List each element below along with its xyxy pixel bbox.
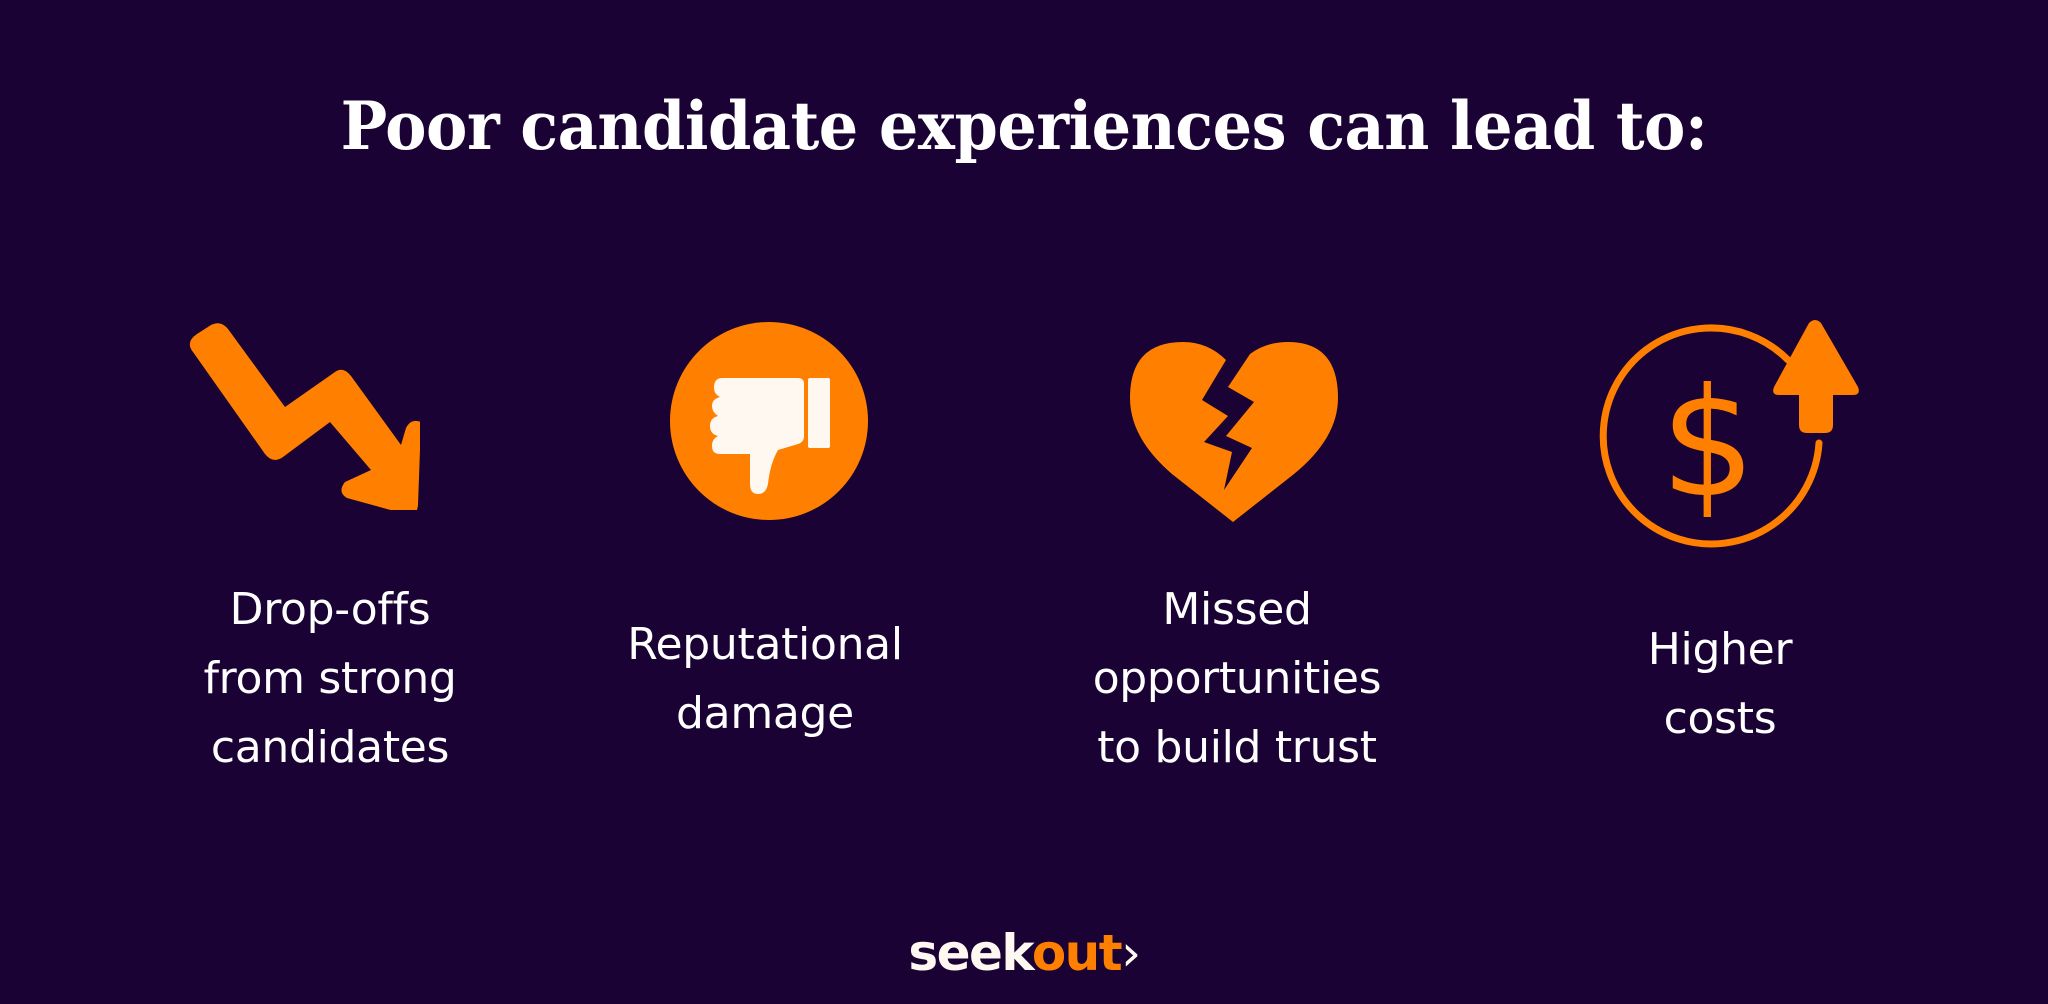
item-label-missed-opportunities: Missed opportunities to build trust: [1092, 584, 1382, 773]
trending-down-arrow-icon: [185, 320, 420, 510]
svg-text:$: $: [1660, 357, 1755, 531]
broken-heart-icon: [1128, 340, 1340, 522]
thumbs-down-icon: [670, 322, 868, 520]
seekout-logo: seekout›: [0, 918, 2048, 988]
item-label-higher-costs: Higher costs: [1647, 624, 1793, 744]
item-label-drop-offs: Drop-offs from strong candidates: [203, 584, 457, 773]
item-label-reputational-damage: Reputational damage: [627, 619, 903, 739]
page-title: Poor candidate experiences can lead to:: [340, 87, 1708, 165]
logo-text-out: out: [1031, 924, 1123, 982]
dollar-up-arrow-icon: $: [1595, 315, 1860, 555]
chevron-right-icon: ›: [1121, 924, 1141, 982]
logo-text-seek: seek: [908, 924, 1033, 982]
